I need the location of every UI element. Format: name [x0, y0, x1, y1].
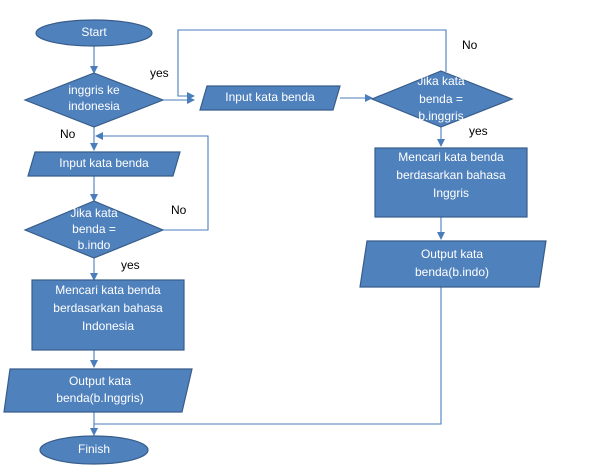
decision-right: Jika kata benda = b.inggris [370, 70, 514, 128]
decision-right-line-1: Jika kata [417, 74, 465, 88]
decision-language-line-2: indonesia [68, 99, 120, 113]
connectors [90, 29, 447, 436]
label-no-left-main: No [60, 127, 76, 141]
process-left-line-3: Indonesia [82, 319, 134, 333]
process-left: Mencari kata benda berdasarkan bahasa In… [31, 279, 185, 351]
input-right-label: Input kata benda [225, 90, 315, 104]
process-right-line-3: Inggris [433, 186, 469, 200]
edge-decision-right-no-loop [177, 29, 447, 100]
label-no-right-top: No [462, 38, 478, 52]
decision-left-line-1: Jika kata [70, 206, 118, 220]
process-right: Mencari kata benda berdasarkan bahasa In… [374, 147, 528, 218]
process-right-line-1: Mencari kata benda [398, 150, 504, 164]
decision-language-line-1: inggris ke [68, 83, 120, 97]
decision-right-line-2: benda = [419, 92, 463, 106]
input-right: Input kata benda [199, 85, 341, 111]
finish-terminal: Finish [39, 435, 149, 465]
edge-labels: yes No No yes No yes [60, 38, 488, 272]
start-terminal: Start [35, 19, 153, 47]
process-right-line-2: berdasarkan bahasa [396, 168, 506, 182]
output-left: Output kata benda(b.Inggris) [3, 368, 193, 413]
process-left-line-2: berdasarkan bahasa [53, 301, 163, 315]
output-left-line-2: benda(b.Inggris) [56, 391, 143, 405]
start-label: Start [81, 25, 107, 39]
input-left-label: Input kata benda [59, 156, 149, 170]
edge-output-right-to-finish [94, 287, 442, 425]
output-right-line-1: Output kata [421, 247, 483, 261]
output-right-line-2: benda(b.indo) [415, 265, 489, 279]
decision-left-line-2: benda = [72, 222, 116, 236]
decision-right-line-3: b.inggris [418, 109, 463, 123]
finish-label: Finish [78, 442, 110, 456]
input-left: Input kata benda [27, 151, 181, 177]
process-left-line-1: Mencari kata benda [55, 283, 161, 297]
label-yes-top: yes [150, 66, 169, 80]
output-right: Output kata benda(b.indo) [359, 240, 547, 288]
output-left-line-1: Output kata [69, 374, 131, 388]
decision-left: Jika kata benda = b.indo [23, 200, 165, 259]
label-yes-right: yes [469, 124, 488, 138]
label-no-left-loop: No [171, 203, 187, 217]
label-yes-left: yes [121, 258, 140, 272]
decision-language: inggris ke indonesia [23, 72, 165, 128]
edge-decision-left-no-loop [95, 132, 209, 231]
decision-left-line-3: b.indo [78, 238, 111, 252]
